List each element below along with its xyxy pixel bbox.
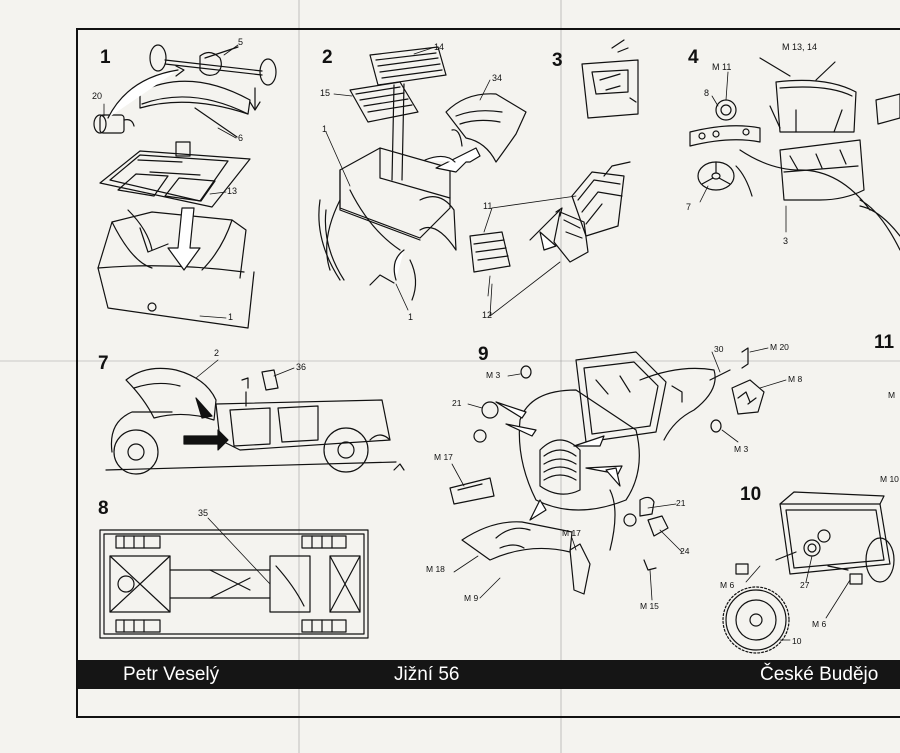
step4-wheel-column — [698, 162, 752, 196]
part-label: M 13, 14 — [782, 42, 818, 52]
part-label: 10 — [792, 636, 802, 646]
step2-seat-cushion — [350, 82, 418, 122]
part-label: M 20 — [770, 342, 789, 352]
part-label: M — [888, 390, 896, 400]
part-label: M 6 — [720, 580, 735, 590]
step-number-2: 2 — [322, 47, 333, 68]
part-label: M 17 — [434, 452, 453, 462]
step9-front — [450, 348, 764, 594]
part-label: 24 — [680, 546, 690, 556]
part-label: 12 — [482, 310, 493, 320]
step-number-9: 9 — [478, 344, 489, 365]
part-label: 3 — [783, 236, 789, 246]
part-label: 8 — [704, 88, 710, 98]
fold-line — [0, 360, 900, 362]
part-label: 20 — [92, 91, 103, 101]
footer-name: Petr Veselý — [123, 664, 220, 685]
step4-windscreen — [760, 58, 856, 132]
part-label: M 3 — [486, 370, 501, 380]
step-number-11: 11 — [874, 332, 895, 353]
step10-rear — [723, 492, 894, 653]
part-label: M 8 — [788, 374, 803, 384]
step9-arrows — [496, 402, 622, 520]
step1-exhaust — [94, 115, 134, 133]
step1-body-tub — [98, 210, 254, 328]
part-label: 1 — [408, 312, 414, 322]
part-label: 21 — [452, 398, 462, 408]
fold-line — [298, 0, 300, 753]
leader-lines — [104, 45, 850, 640]
part-label: M 15 — [640, 601, 659, 611]
step4-body — [740, 94, 900, 250]
step4-dashboard — [690, 100, 760, 146]
step7-arrows — [184, 398, 228, 450]
part-label: M 17 — [562, 528, 581, 538]
part-label: M 11 — [712, 62, 732, 72]
footer-street: Jižní 56 — [394, 664, 460, 685]
part-label: 7 — [686, 202, 692, 212]
footer-city: České Budějo — [760, 664, 879, 685]
step1-arrows — [108, 66, 260, 270]
part-label: 1 — [228, 312, 234, 322]
step3-door — [582, 40, 638, 118]
part-label: M 9 — [464, 593, 479, 603]
part-label: 30 — [714, 344, 724, 354]
part-label: 27 — [800, 580, 810, 590]
part-label: 36 — [296, 362, 307, 372]
part-label: 11 — [483, 201, 493, 211]
part-label: M 3 — [734, 444, 749, 454]
part-label: 15 — [320, 88, 331, 98]
sheet-frame — [76, 28, 900, 718]
part-label: 2 — [214, 348, 220, 358]
step-number-7: 7 — [98, 353, 109, 374]
step7-car — [106, 368, 404, 474]
step2-body — [319, 148, 456, 300]
step2-seat-parts — [470, 162, 630, 272]
part-label: 6 — [238, 133, 244, 143]
part-label: M 10 — [880, 474, 899, 484]
part-label: 14 — [434, 42, 445, 52]
step1-rear-axle — [140, 45, 276, 137]
footer-bar: Petr Veselý Jižní 56 České Budějo — [78, 660, 900, 689]
part-label: 21 — [676, 498, 686, 508]
step-number-4: 4 — [688, 47, 699, 68]
step-number-8: 8 — [98, 498, 109, 519]
fold-line — [560, 0, 562, 753]
step-number-1: 1 — [100, 47, 111, 68]
step-number-3: 3 — [552, 50, 563, 71]
part-label: M 6 — [812, 619, 827, 629]
step8-chassis — [100, 530, 368, 638]
step-number-10: 10 — [740, 484, 762, 505]
part-label: 34 — [492, 73, 503, 83]
step11-part — [860, 206, 900, 236]
step2-arrows — [394, 148, 562, 280]
part-label: M 18 — [426, 564, 445, 574]
part-label: 5 — [238, 37, 244, 47]
part-label: 1 — [322, 124, 328, 134]
step1-floor — [100, 142, 250, 207]
step2-rear-part — [446, 94, 526, 162]
part-label: 35 — [198, 508, 209, 518]
part-label: 13 — [227, 186, 238, 196]
